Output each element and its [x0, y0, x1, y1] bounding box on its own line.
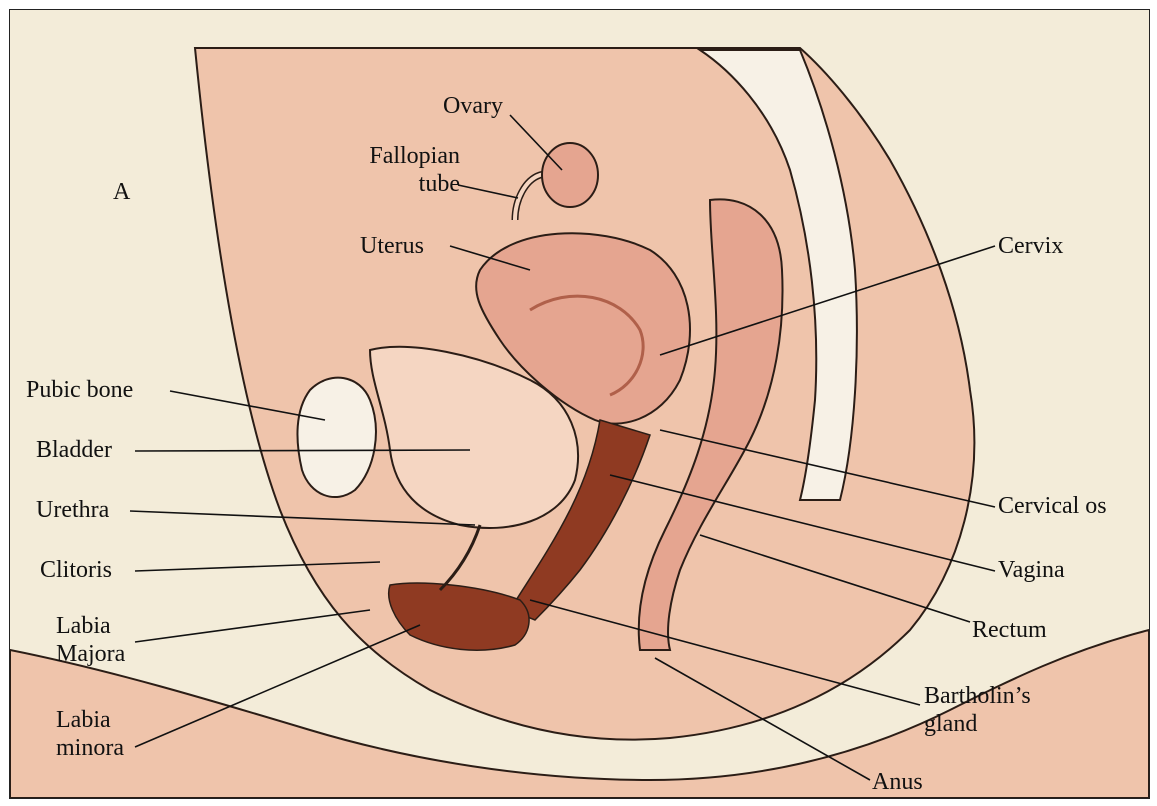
panel-letter: A [113, 178, 130, 206]
label-pubic-bone: Pubic bone [26, 376, 133, 404]
label-rectum: Rectum [972, 616, 1047, 644]
anatomy-illustration [10, 10, 1149, 798]
pubic-bone-shape [297, 378, 375, 497]
label-labia-majora: Labia Majora [56, 612, 136, 668]
label-vagina: Vagina [998, 556, 1065, 584]
label-bartholins-gland: Bartholin’s gland [924, 682, 1044, 738]
diagram-frame: A Ovary Fallopian tube Uterus Cervix Pub… [9, 9, 1150, 799]
label-bladder: Bladder [36, 436, 112, 464]
label-cervical-os: Cervical os [998, 492, 1107, 520]
label-anus: Anus [872, 768, 923, 796]
label-cervix: Cervix [998, 232, 1063, 260]
leader-bladder [135, 450, 470, 451]
ovary-shape [542, 143, 598, 207]
label-labia-minora: Labia minora [56, 706, 136, 762]
label-urethra: Urethra [36, 496, 109, 524]
label-fallopian-tube: Fallopian tube [335, 142, 460, 198]
label-clitoris: Clitoris [40, 556, 112, 584]
label-ovary: Ovary [443, 92, 503, 120]
label-uterus: Uterus [360, 232, 424, 260]
